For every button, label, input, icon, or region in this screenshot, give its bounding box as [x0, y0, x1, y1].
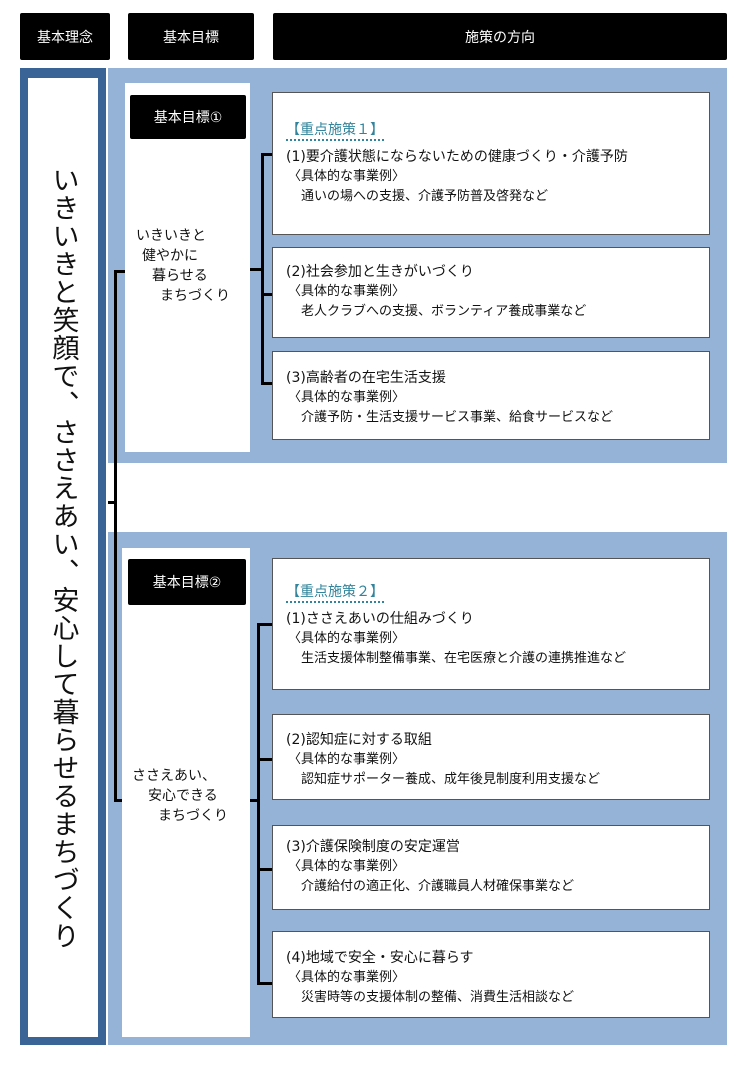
- goal-text-line: まちづくり: [160, 288, 230, 304]
- policy-1-2: (2)社会参加と生きがいづくり 〈具体的な事業例〉 老人クラブへの支援、ボランテ…: [272, 247, 710, 338]
- goal-1-text: いきいきと 健やかに 暮らせる まちづくり: [136, 226, 230, 306]
- policy-title: (3)高齢者の在宅生活支援: [286, 370, 446, 386]
- goal-text-line: ささえあい、: [132, 768, 216, 784]
- goal-text-line: いきいきと: [136, 228, 206, 244]
- policy-title: (2)認知症に対する取組: [286, 732, 432, 748]
- policy-2-3: (3)介護保険制度の安定運営 〈具体的な事業例〉 介護給付の適正化、介護職員人材…: [272, 825, 710, 910]
- header-directions: 施策の方向: [273, 13, 727, 60]
- policy-1-3: (3)高齢者の在宅生活支援 〈具体的な事業例〉 介護予防・生活支援サービス事業、…: [272, 351, 710, 440]
- goal-text-line: 健やかに: [142, 248, 198, 264]
- bracket-1-stem: [250, 268, 263, 271]
- policy-sub: 〈具体的な事業例〉: [288, 752, 406, 767]
- policy-detail: 介護予防・生活支援サービス事業、給食サービスなど: [301, 410, 614, 425]
- policy-detail: 認知症サポーター養成、成年後見制度利用支援など: [301, 772, 601, 787]
- bracket-tick: [257, 868, 273, 871]
- bracket-1-spine: [261, 153, 264, 384]
- policy-2-2: (2)認知症に対する取組 〈具体的な事業例〉 認知症サポーター養成、成年後見制度…: [272, 714, 710, 800]
- policy-detail: 通いの場への支援、介護予防普及啓発など: [301, 189, 549, 204]
- goal-text-line: まちづくり: [158, 808, 228, 824]
- policy-sub: 〈具体的な事業例〉: [288, 169, 406, 184]
- policy-title: (3)介護保険制度の安定運営: [286, 839, 460, 855]
- bracket-tick: [261, 153, 273, 156]
- goal-1-label: 基本目標①: [130, 95, 246, 139]
- goal-text-line: 安心できる: [148, 788, 218, 804]
- bracket-tick: [261, 293, 273, 296]
- bracket-tick: [261, 382, 273, 385]
- connector-main: [114, 270, 117, 802]
- bracket-2-stem: [250, 799, 260, 802]
- policy-sub: 〈具体的な事業例〉: [288, 631, 406, 646]
- header-goals: 基本目標: [128, 13, 254, 60]
- bracket-tick: [257, 623, 273, 626]
- focus-label-1: 【重点施策１】: [286, 121, 384, 141]
- policy-title: (1)ささえあいの仕組みづくり: [286, 611, 474, 627]
- bracket-2-spine: [257, 623, 260, 985]
- policy-title: (1)要介護状態にならないための健康づくり・介護予防: [286, 149, 628, 165]
- connector-goal-1: [114, 270, 126, 273]
- policy-2-1: 【重点施策２】 (1)ささえあいの仕組みづくり 〈具体的な事業例〉 生活支援体制…: [272, 558, 710, 690]
- policy-detail: 災害時等の支援体制の整備、消費生活相談など: [301, 990, 575, 1005]
- goal-text-line: 暮らせる: [152, 268, 208, 284]
- goal-1-column: [125, 83, 250, 452]
- goal-2-text: ささえあい、 安心できる まちづくり: [132, 766, 228, 826]
- vision-text: いきいきと笑顔で、ささえあい、安心して暮らせるまちづくり: [28, 78, 98, 1037]
- policy-sub: 〈具体的な事業例〉: [288, 284, 406, 299]
- policy-title: (4)地域で安全・安心に暮らす: [286, 950, 474, 966]
- policy-1-1: 【重点施策１】 (1)要介護状態にならないための健康づくり・介護予防 〈具体的な…: [272, 92, 710, 235]
- policy-detail: 生活支援体制整備事業、在宅医療と介護の連携推進など: [301, 651, 627, 666]
- goal-2-label: 基本目標②: [128, 559, 246, 605]
- connector-tick: [108, 501, 116, 504]
- policy-title: (2)社会参加と生きがいづくり: [286, 264, 474, 280]
- policy-sub: 〈具体的な事業例〉: [288, 970, 406, 985]
- policy-sub: 〈具体的な事業例〉: [288, 390, 406, 405]
- policy-detail: 介護給付の適正化、介護職員人材確保事業など: [301, 879, 575, 894]
- focus-label-2: 【重点施策２】: [286, 583, 384, 603]
- policy-detail: 老人クラブへの支援、ボランティア養成事業など: [301, 304, 587, 319]
- policy-2-4: (4)地域で安全・安心に暮らす 〈具体的な事業例〉 災害時等の支援体制の整備、消…: [272, 931, 710, 1018]
- policy-sub: 〈具体的な事業例〉: [288, 859, 406, 874]
- header-philosophy: 基本理念: [20, 13, 110, 60]
- goal-2-column: [122, 548, 250, 1037]
- bracket-tick: [257, 982, 273, 985]
- connector-goal-2: [114, 799, 124, 802]
- bracket-tick: [257, 758, 273, 761]
